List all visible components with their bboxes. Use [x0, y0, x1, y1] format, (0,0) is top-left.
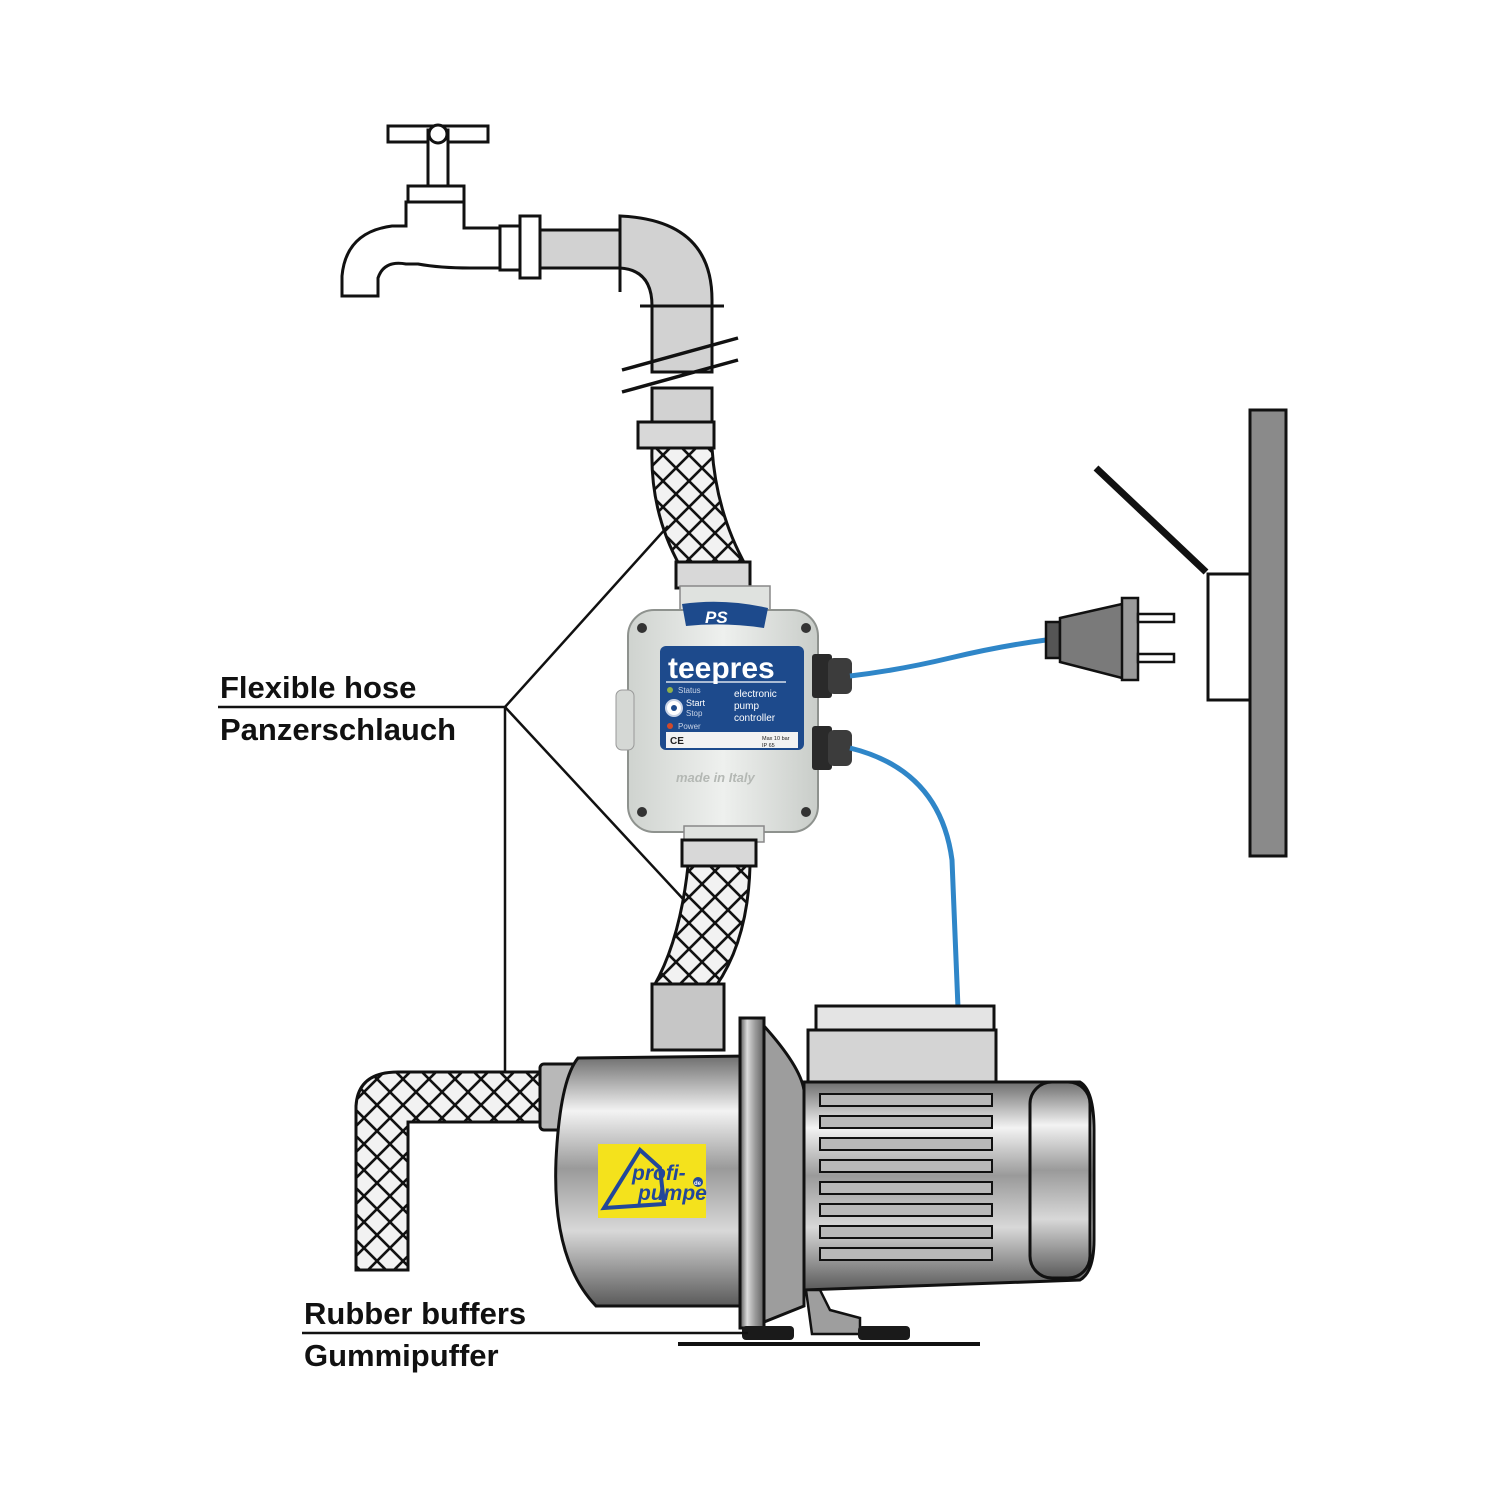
- suction-hose: [354, 1070, 550, 1272]
- made-in-label: made in Italy: [676, 770, 756, 785]
- water-pipe: [538, 214, 739, 450]
- leader-lines: [218, 525, 748, 1335]
- pump-controller: PS teepres Status Start Stop Power elect…: [615, 585, 819, 843]
- water-tap-icon: [340, 123, 542, 298]
- start-label: Start: [686, 698, 706, 708]
- pump-brand-logo: profi- pumpe de: [598, 1144, 707, 1218]
- flexible-hose-label: Flexible hose: [220, 670, 417, 705]
- gummipuffer-label: Gummipuffer: [304, 1338, 499, 1373]
- controller-panel: [660, 646, 804, 750]
- power-plug-icon: [1044, 596, 1176, 682]
- description-line-3: controller: [734, 713, 776, 724]
- logo-line-1: profi-: [631, 1162, 686, 1185]
- cable-gland-lower: [812, 726, 852, 770]
- hose-fitting-lower: [680, 838, 758, 868]
- power-label: Power: [678, 722, 701, 731]
- rubber-buffer-rear: [858, 1326, 910, 1340]
- description-line-2: pump: [734, 701, 759, 712]
- description-line-1: electronic: [734, 689, 777, 700]
- panzerschlauch-label: Panzerschlauch: [220, 712, 457, 747]
- motor-cooling-fins: [819, 1093, 993, 1261]
- status-label: Status: [678, 686, 701, 695]
- logo-line-2: pumpe: [637, 1182, 707, 1205]
- spec-pressure: Max 10 bar: [762, 736, 790, 742]
- power-cable: [849, 637, 1047, 679]
- logo-suffix: de: [694, 1181, 702, 1187]
- hose-fitting-upper: [674, 560, 752, 590]
- controller-brand: teepres: [668, 652, 775, 685]
- pump-cable: [849, 745, 961, 1009]
- spec-ip: IP 65: [762, 743, 775, 749]
- rubber-buffers-label: Rubber buffers: [304, 1296, 527, 1331]
- flexible-hose-upper: [650, 446, 749, 568]
- cable-gland-upper: [812, 654, 852, 698]
- stop-label: Stop: [686, 709, 703, 718]
- rubber-buffer-front: [742, 1326, 794, 1340]
- wall-socket-icon: [1093, 408, 1288, 858]
- ce-mark: CE: [670, 736, 684, 747]
- controller-badge: PS: [705, 608, 728, 627]
